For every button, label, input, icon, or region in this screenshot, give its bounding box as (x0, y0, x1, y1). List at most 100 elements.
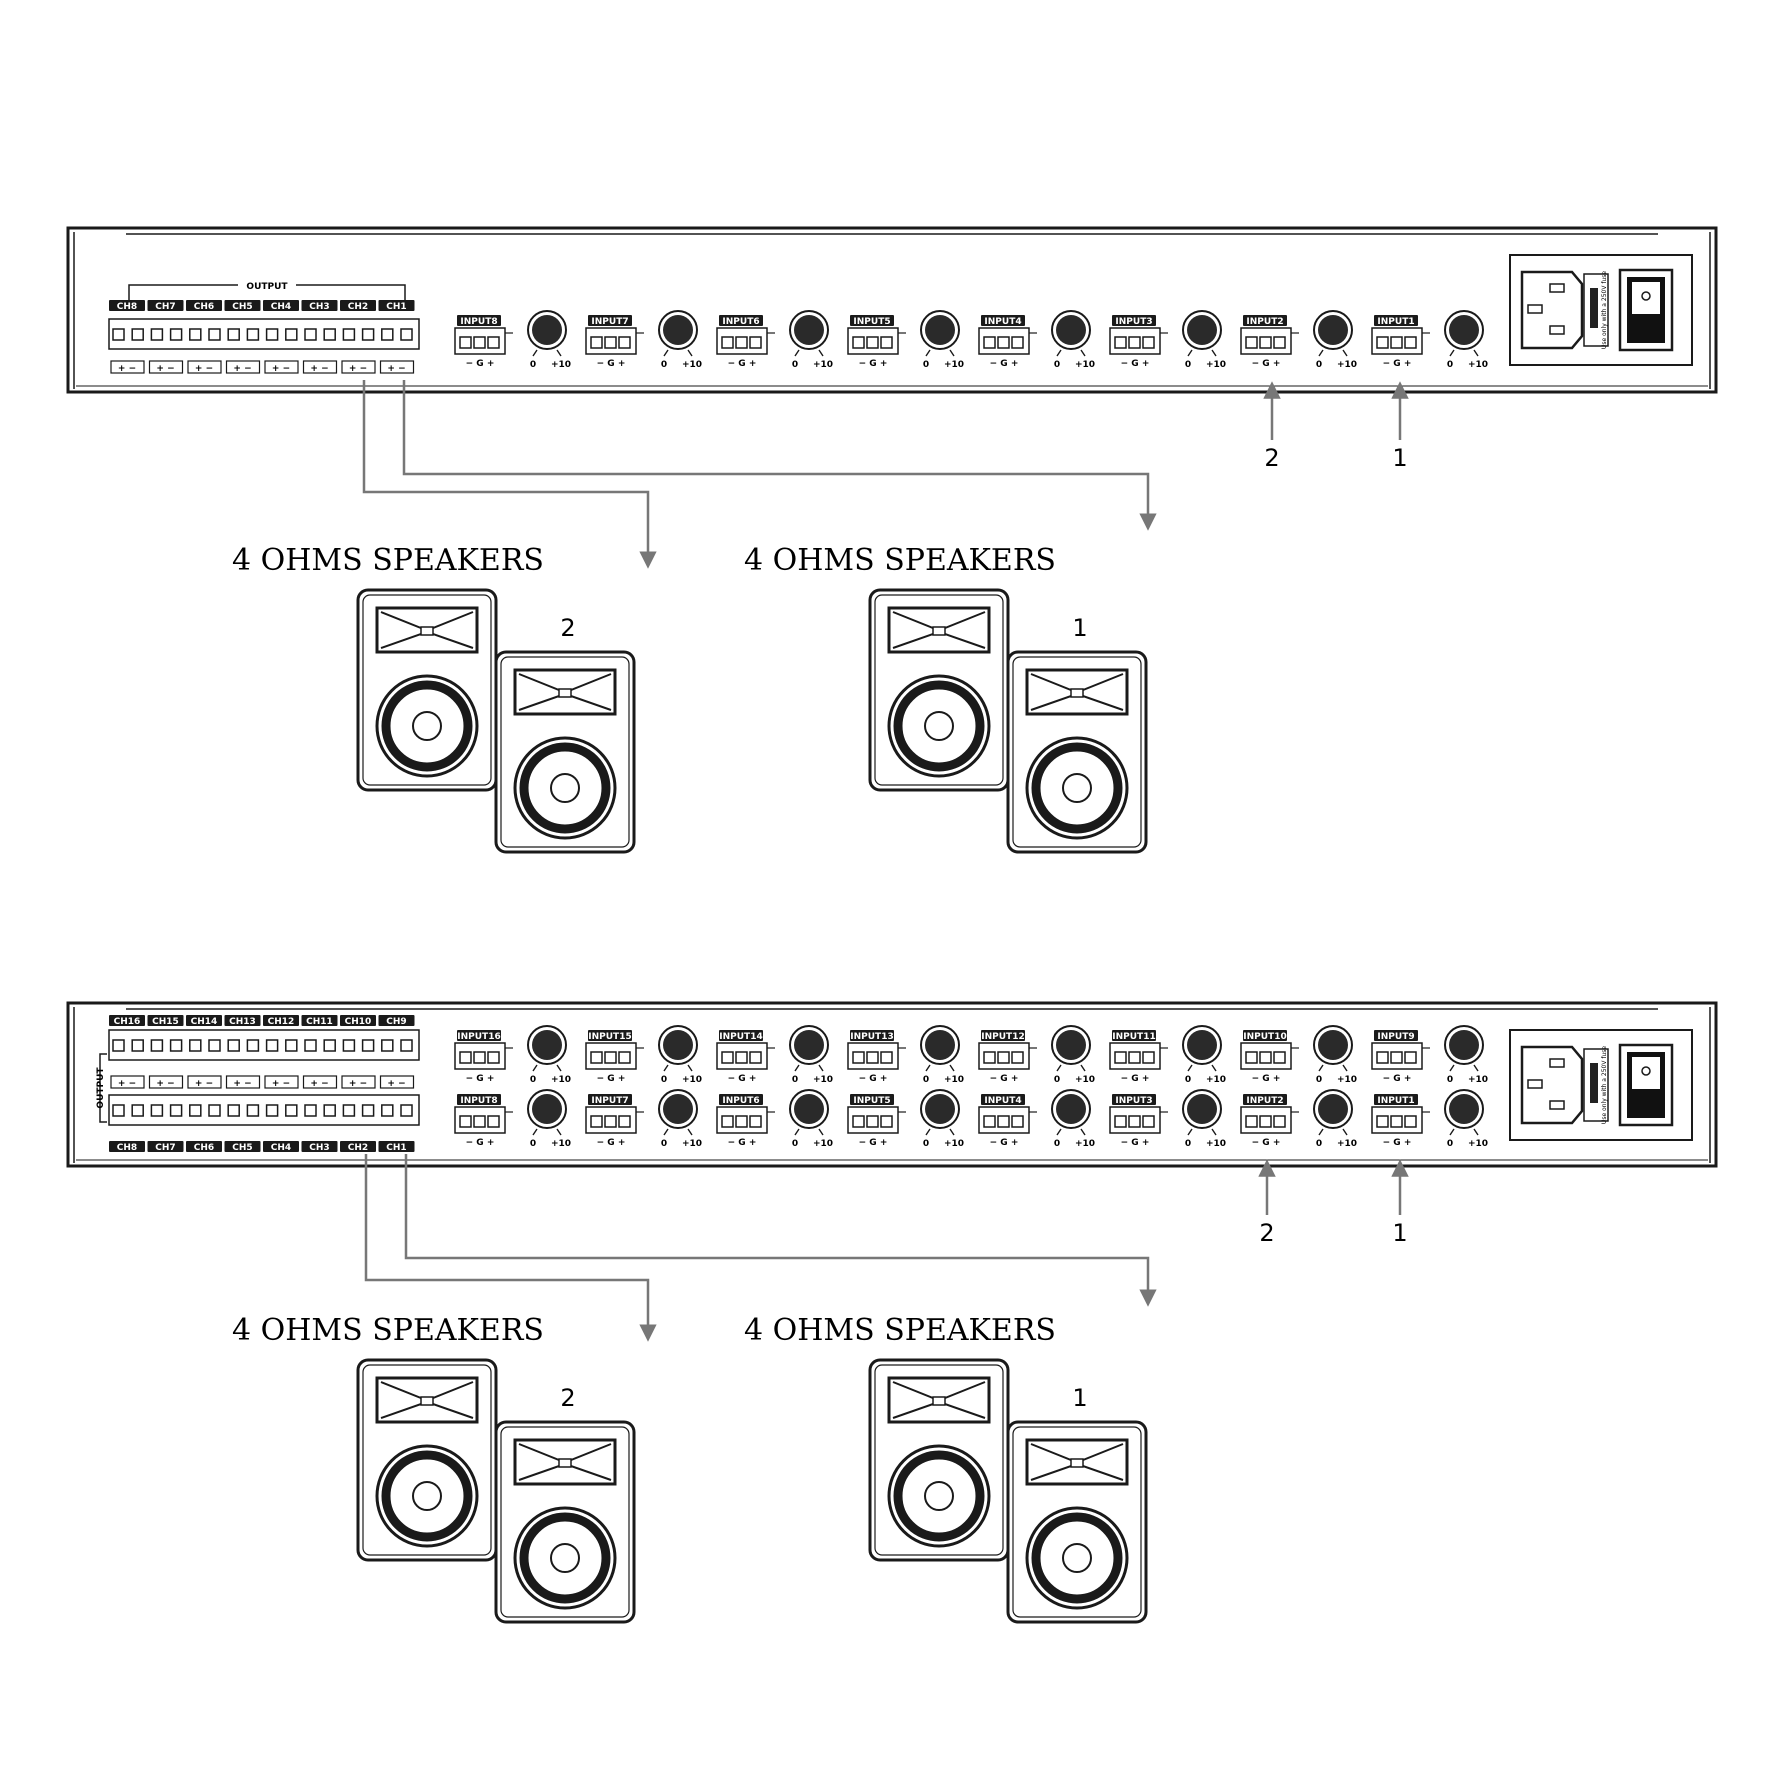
p8-input1-knob-ring (1444, 310, 1484, 350)
p16-cht-ch14-bg (186, 1015, 222, 1026)
p16-input1-knob-tick-max (1473, 1128, 1479, 1136)
p16-out-bot-term-6 (227, 1104, 240, 1117)
p16-pol-box-0 (110, 1075, 145, 1089)
p8-power-fuse-text: Use only with a 250V fuse (1601, 271, 1608, 349)
p16-input16-knob-tick-max (556, 1064, 562, 1072)
p16-input7-knob-tick-min (663, 1128, 669, 1136)
p16-speakers-2-rear-woofer-surround (381, 1450, 473, 1542)
p16-input10-marks: − G + (1252, 1074, 1281, 1084)
p8-input3-knob (1187, 315, 1217, 345)
p16-input4-marks: − G + (990, 1138, 1019, 1148)
p16-input16-terminal-2 (487, 1051, 500, 1064)
p16-input10-terminal-2 (1273, 1051, 1286, 1064)
p8-ch-ch4-bg (263, 300, 299, 311)
p16-input8-knob-min: 0 (530, 1139, 536, 1149)
p16-input6-terminal-2 (749, 1115, 762, 1128)
p16-input3-terminal-2 (1142, 1115, 1155, 1128)
p16-pol-6: + − (349, 1079, 367, 1089)
p16-input16-terminal-1 (473, 1051, 486, 1064)
p16-input15-label: INPUT15 (588, 1032, 631, 1042)
p16-input7-knob-max: +10 (682, 1139, 702, 1149)
p8-out-term-14 (381, 328, 394, 341)
p16-input4-knob-ring (1051, 1089, 1091, 1129)
p16-out-top-term-10 (304, 1039, 317, 1052)
p16-speakers-1-title: 4 OHMS SPEAKERS (744, 1313, 1056, 1348)
p16-cht-ch11-bg (301, 1015, 338, 1026)
p8-input8-marks: − G + (466, 359, 495, 369)
p8-input2-knob-min: 0 (1316, 360, 1322, 370)
p16-out-bot-term-1 (131, 1104, 144, 1117)
p8-out-term-1 (131, 328, 144, 341)
p16-input10-knob (1318, 1030, 1348, 1060)
p8-input6-knob-tick-max (818, 349, 824, 357)
p16-output-bracket (99, 1053, 107, 1123)
p8-input1-knob-min: 0 (1447, 360, 1453, 370)
p8-input7-knob (663, 315, 693, 345)
p8-input5-marks: − G + (859, 359, 888, 369)
p16-input1-label-bg (1374, 1094, 1418, 1105)
p16-pol-2: + − (195, 1079, 213, 1089)
p16-speakers-2-front-woofer-cap (550, 1543, 580, 1573)
p16-pol-box-4 (264, 1075, 299, 1089)
p16-cht-ch9: CH9 (386, 1017, 406, 1027)
p8-callout-0: 2 (1264, 444, 1279, 472)
p8-speakers-1-rear-woofer-cap (924, 711, 954, 741)
p8-out-term-12 (342, 328, 356, 341)
p8-input2-knob-max: +10 (1337, 360, 1357, 370)
p16-speakers-1-front-cabinet-inner (1012, 1426, 1142, 1618)
p8-input6-knob-min: 0 (792, 360, 798, 370)
p16-input1-terminal-2 (1404, 1115, 1417, 1128)
p16-out-bot-term-7 (246, 1104, 260, 1117)
p16-input6-marks: − G + (728, 1138, 757, 1148)
p8-out-term-0 (112, 328, 125, 341)
p16-input4-knob-min: 0 (1054, 1139, 1060, 1149)
p16-input3-knob (1187, 1094, 1217, 1124)
p8-input7-knob-min: 0 (661, 360, 667, 370)
p8-input6-label: INPUT6 (722, 317, 759, 327)
p16-input10-label-bg (1243, 1030, 1287, 1041)
p8-input3-terminal-1 (1128, 336, 1141, 349)
p8-input8-knob (532, 315, 562, 345)
p8-input5-terminal-1 (866, 336, 879, 349)
p16-input4-knob-max: +10 (1075, 1139, 1095, 1149)
p8-input6-terminal-0 (721, 336, 734, 349)
p8-pol-1: + − (156, 364, 174, 374)
p16-input2-knob-ring (1313, 1089, 1353, 1129)
p16-input7-marks: − G + (597, 1138, 626, 1148)
p16-input11-knob-tick-max (1211, 1064, 1217, 1072)
p16-pol-4: + − (272, 1079, 290, 1089)
p16-input5-knob-ring (920, 1089, 960, 1129)
p8-speakers-2-rear-woofer-surround (381, 680, 473, 772)
p16-input11-marks: − G + (1121, 1074, 1150, 1084)
p16-speakers-1-front-woofer-cap (1062, 1543, 1092, 1573)
p16-input9-terminal-0 (1376, 1051, 1389, 1064)
p8-input6-knob (794, 315, 824, 345)
p16-input3-marks: − G + (1121, 1138, 1150, 1148)
p16-input12-knob-min: 0 (1054, 1075, 1060, 1085)
p16-input8-knob-tick-max (556, 1128, 562, 1136)
p8-input4-knob-tick-min (1056, 349, 1062, 357)
p16-input13-knob (925, 1030, 955, 1060)
p16-input2-knob-min: 0 (1316, 1139, 1322, 1149)
p8-input5-terminal-0 (852, 336, 865, 349)
p16-input1-knob-min: 0 (1447, 1139, 1453, 1149)
p16-pol-box-7 (379, 1075, 415, 1089)
p16-power-pin-n (1549, 1100, 1565, 1110)
p16-input15-knob-ring (658, 1025, 698, 1065)
p8-input4-knob-min: 0 (1054, 360, 1060, 370)
p16-speakers-2-title: 4 OHMS SPEAKERS (232, 1313, 544, 1348)
p8-ch-ch6-bg (186, 300, 222, 311)
p8-pol-box-4 (264, 360, 299, 374)
p8-input6-label-bg (719, 315, 763, 326)
p8-pol-box-5 (302, 360, 338, 374)
p16-input8-knob-ring (527, 1089, 567, 1129)
p8-input1-marks: − G + (1383, 359, 1412, 369)
p8-speakers-2-number: 2 (560, 614, 575, 642)
p8-input4-knob (1056, 315, 1086, 345)
p16-input9-knob (1449, 1030, 1479, 1060)
p16-input7-terminal-0 (590, 1115, 603, 1128)
p16-input12-label: INPUT12 (981, 1032, 1024, 1042)
p8-ch-ch7: CH7 (155, 302, 175, 312)
